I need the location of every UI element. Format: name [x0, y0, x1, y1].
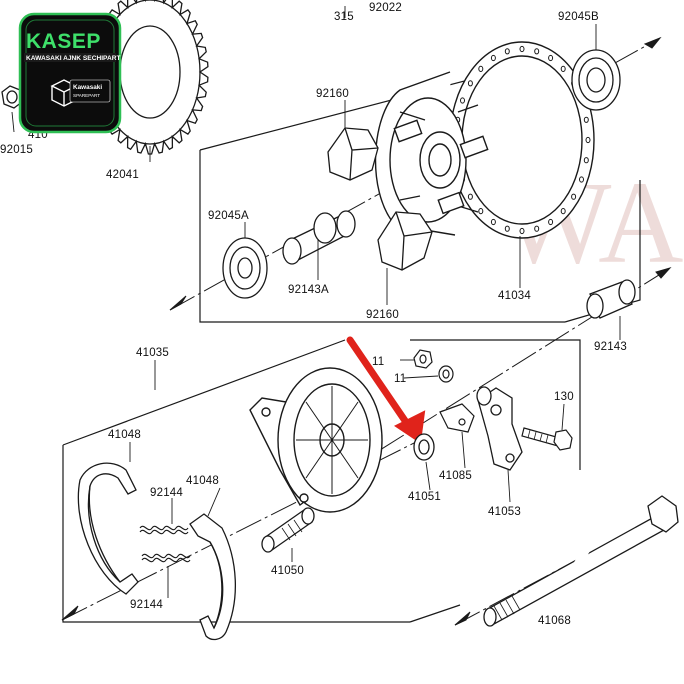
hub-spoke-hole — [534, 225, 540, 232]
lever-41053 — [476, 386, 523, 471]
hub-spoke-hole — [467, 193, 473, 200]
highlight-arrow — [346, 336, 426, 444]
logo-badge-line1: Kawasaki — [73, 84, 102, 91]
hub-spoke-hole — [467, 80, 473, 87]
label-92045B: 92045B — [558, 11, 599, 23]
part-labels: 315 92022 92045B 410 92015 42041 92160 9… — [0, 2, 627, 627]
bearing-92045B — [571, 49, 621, 111]
hub-spoke-hole — [519, 45, 525, 53]
hub-spoke-hole — [579, 176, 584, 183]
label-92144-bottom: 92144 — [130, 599, 163, 611]
hub-spoke-hole — [583, 157, 589, 164]
label-92045A: 92045A — [208, 210, 249, 222]
label-41085: 41085 — [439, 470, 472, 482]
hub-spoke-hole — [478, 65, 484, 73]
hub-spoke-hole — [460, 97, 465, 104]
brake-shoe-41048-left — [77, 462, 139, 595]
kasep-logo: KASEP KAWASAKI AJNK SECHIPART Kawasaki S… — [18, 12, 122, 134]
hub-spoke-hole — [571, 193, 577, 200]
label-41068: 41068 — [538, 615, 571, 627]
label-41034: 41034 — [498, 290, 531, 302]
bolt-130 — [521, 427, 573, 451]
label-41035: 41035 — [136, 347, 169, 359]
leader-lines — [11, 6, 621, 598]
hub-spoke-hole — [490, 54, 496, 62]
hub-spoke-hole — [548, 54, 554, 62]
hub-spoke-hole — [583, 116, 589, 123]
washer-11 — [438, 365, 454, 383]
logo-title: KASEP — [26, 30, 101, 53]
logo-subtitle: KAWASAKI AJNK SECHIPART — [26, 55, 121, 62]
label-92160-bottom: 92160 — [366, 309, 399, 321]
label-42041: 42041 — [106, 169, 139, 181]
nut-11 — [413, 349, 433, 369]
hub-spoke-hole — [504, 48, 510, 55]
spring-92144-bottom — [141, 553, 191, 563]
bearing-92045A — [222, 237, 268, 299]
seal-41051 — [413, 433, 435, 461]
hub-spoke-hole — [519, 227, 525, 235]
brake-panel-41035 — [249, 367, 383, 513]
spring-92144-top — [139, 525, 189, 535]
wheel-hub-41034 — [374, 41, 595, 239]
damper-92160-top — [327, 127, 379, 181]
label-41048-left: 41048 — [108, 429, 141, 441]
brake-shoe-41048-right — [189, 513, 237, 641]
label-92022: 92022 — [369, 2, 402, 14]
label-41053: 41053 — [488, 506, 521, 518]
camshaft-41050 — [261, 507, 315, 553]
label-92160-top: 92160 — [316, 88, 349, 100]
label-130: 130 — [554, 391, 574, 403]
hub-spoke-hole — [478, 208, 484, 215]
lower-assembly-frame — [62, 339, 581, 623]
label-92015: 92015 — [0, 144, 33, 156]
label-315: 315 — [334, 11, 354, 23]
hub-spoke-hole — [560, 65, 566, 73]
hub-spoke-hole — [504, 225, 510, 232]
hub-spoke-hole — [560, 208, 566, 215]
hub-spoke-hole — [534, 48, 540, 55]
damper-92160-bottom — [377, 211, 433, 271]
logo-badge-line2: SPAREPART — [73, 93, 100, 98]
axle-41068 — [483, 495, 679, 627]
indicator-41085 — [439, 403, 475, 433]
label-92143: 92143 — [594, 341, 627, 353]
label-41051: 41051 — [408, 491, 441, 503]
label-41050: 41050 — [271, 565, 304, 577]
label-92143A: 92143A — [288, 284, 329, 296]
hub-spoke-hole — [548, 218, 554, 226]
collar-92143A — [282, 210, 356, 265]
label-11-b: 11 — [394, 373, 406, 385]
hub-spoke-hole — [585, 136, 591, 144]
label-11-a: 11 — [372, 356, 384, 368]
label-92144-top: 92144 — [150, 487, 183, 499]
nut-92015 — [1, 85, 23, 109]
hub-spoke-hole — [490, 218, 496, 226]
collar-92143 — [586, 279, 636, 319]
label-41048-right: 41048 — [186, 475, 219, 487]
